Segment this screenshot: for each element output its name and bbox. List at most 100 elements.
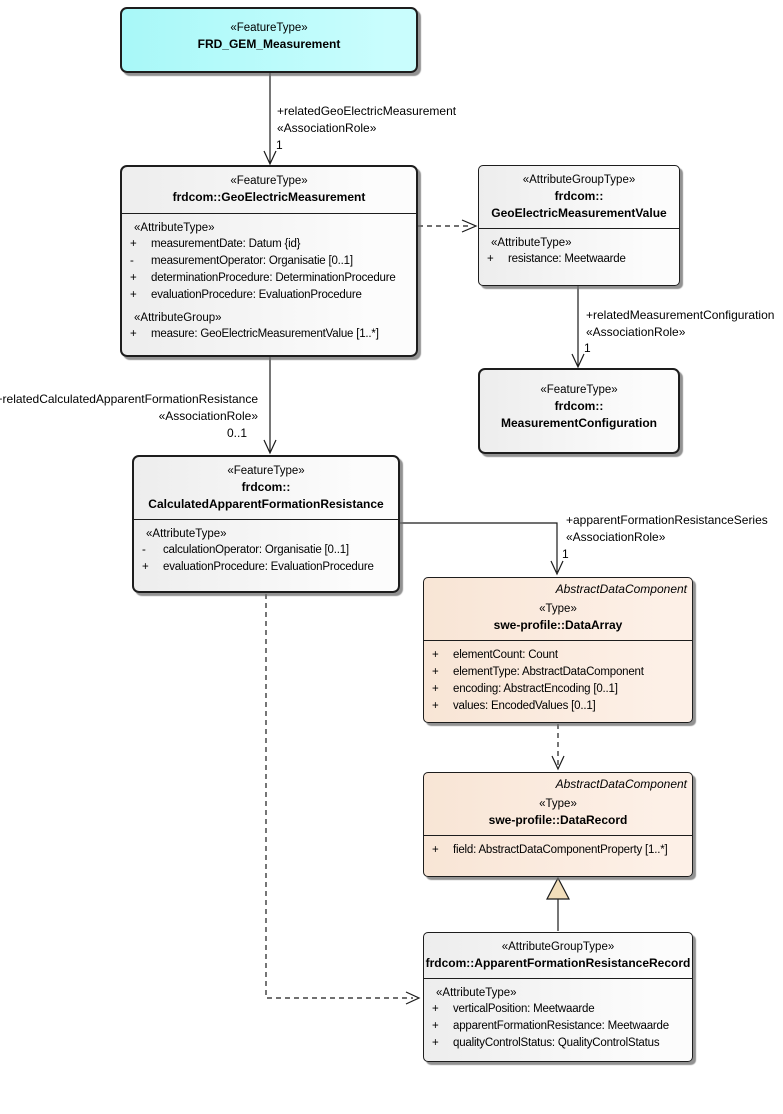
class-header: «FeatureType» frdcom:: CalculatedApparen… (134, 457, 398, 513)
section-heading: «AttributeGroup» (134, 312, 222, 324)
edge-role-label: +relatedMeasurementConfiguration (586, 308, 775, 322)
attribute-row: + evaluationProcedure: EvaluationProcedu… (134, 559, 398, 576)
visibility: + (432, 1003, 439, 1015)
attribute-text: elementType: AbstractDataComponent (453, 666, 644, 678)
class-name-line1: frdcom:: (554, 189, 604, 203)
attribute-row: - calculationOperator: Organisatie [0..1… (134, 542, 398, 559)
open-arrowhead (461, 219, 478, 233)
class-name-line2: MeasurementConfiguration (500, 416, 657, 430)
visibility: + (142, 561, 149, 573)
visibility: + (130, 328, 137, 340)
attributes-compartment: + elementCount: Count + elementType: Abs… (424, 640, 692, 721)
edge-multiplicity: 1 (562, 547, 569, 561)
attributes-compartment: «AttributeType» - calculationOperator: O… (134, 519, 398, 582)
attribute-row: + apparentFormationResistance: Meetwaard… (424, 1018, 692, 1035)
attribute-text: qualityControlStatus: QualityControlStat… (453, 1037, 660, 1049)
stereotype-label: «FeatureType» (540, 384, 618, 396)
edge-role-label: +relatedGeoElectricMeasurement (277, 104, 457, 118)
attribute-text: verticalPosition: Meetwaarde (453, 1003, 595, 1015)
open-arrowhead (571, 353, 585, 369)
section-heading: «AttributeType» (491, 237, 572, 249)
attribute-row: + evaluationProcedure: EvaluationProcedu… (122, 287, 416, 304)
dependency-cafr-to-afrr (265, 594, 413, 999)
class-name: frdcom::ApparentFormationResistanceRecor… (425, 956, 691, 970)
open-arrowhead (263, 150, 277, 166)
class-datarecord: AbstractDataComponent «Type» swe-profile… (423, 772, 693, 877)
open-arrowhead (550, 560, 564, 576)
edge-multiplicity: 1 (276, 138, 283, 152)
class-header: AbstractDataComponent «Type» swe-profile… (424, 578, 692, 634)
section-heading: «AttributeType» (134, 222, 215, 234)
visibility: + (130, 238, 137, 250)
attribute-row: + elementType: AbstractDataComponent (424, 664, 692, 681)
attribute-text: field: AbstractDataComponentProperty [1.… (453, 844, 668, 856)
attribute-text: determinationProcedure: DeterminationPro… (151, 272, 396, 284)
edge-multiplicity: 0..1 (226, 426, 247, 440)
attribute-row: + measurementDate: Datum {id} (122, 236, 416, 253)
attribute-text: apparentFormationResistance: Meetwaarde (453, 1020, 669, 1032)
edge-stereotype-label: «AssociationRole» (158, 409, 258, 423)
class-name-line2: GeoElectricMeasurementValue (491, 206, 667, 220)
edge-stereotype-label: «AssociationRole» (277, 121, 377, 135)
attribute-row: + determinationProcedure: DeterminationP… (122, 270, 416, 287)
class-name: frdcom::GeoElectricMeasurement (172, 190, 366, 204)
stereotype-label: «FeatureType» (227, 465, 305, 477)
class-calculatedapparentformationresistance: «FeatureType» frdcom:: CalculatedApparen… (132, 455, 400, 593)
class-dataarray: AbstractDataComponent «Type» swe-profile… (423, 577, 693, 723)
class-header: «FeatureType» frdcom::GeoElectricMeasure… (122, 167, 416, 206)
class-header: «AttributeGroupType» frdcom:: GeoElectri… (479, 166, 679, 222)
visibility: + (432, 1037, 439, 1049)
class-geoelectricmeasurementvalue: «AttributeGroupType» frdcom:: GeoElectri… (478, 165, 680, 286)
attribute-text: evaluationProcedure: EvaluationProcedure (151, 289, 362, 301)
attribute-text: calculationOperator: Organisatie [0..1] (163, 544, 349, 556)
edge-role-label: +relatedCalculatedApparentFormationResis… (0, 392, 258, 406)
class-header: AbstractDataComponent «Type» swe-profile… (424, 773, 692, 829)
attribute-row: + encoding: AbstractEncoding [0..1] (424, 681, 692, 698)
stereotype-label: «AttributeGroupType» (501, 941, 615, 953)
open-arrowhead (405, 991, 421, 1005)
attributes-compartment: «AttributeType» + verticalPosition: Meet… (424, 978, 692, 1058)
class-name: FRD_GEM_Measurement (197, 37, 341, 51)
visibility: + (432, 666, 439, 678)
visibility: + (432, 700, 439, 712)
stereotype-label: «Type» (539, 603, 577, 615)
edge-multiplicity: 1 (584, 341, 591, 355)
class-geoelectricmeasurement: «FeatureType» frdcom::GeoElectricMeasure… (120, 165, 418, 357)
attribute-row: + measure: GeoElectricMeasurementValue [… (122, 326, 416, 343)
attribute-row: + qualityControlStatus: QualityControlSt… (424, 1035, 692, 1052)
attribute-row: + elementCount: Count (424, 647, 692, 664)
edge-role-label: +apparentFormationResistanceSeries (566, 513, 768, 527)
visibility: + (432, 1020, 439, 1032)
visibility: + (130, 289, 137, 301)
parent-class-label: AbstractDataComponent (555, 582, 687, 596)
attribute-text: measurementDate: Datum {id} (151, 238, 301, 250)
attribute-row: + field: AbstractDataComponentProperty [… (424, 842, 692, 859)
stereotype-label: «FeatureType» (230, 175, 308, 187)
visibility: - (130, 255, 134, 267)
class-header: «FeatureType» FRD_GEM_Measurement (122, 9, 416, 53)
stereotype-label: «AttributeGroupType» (522, 174, 636, 186)
class-name-line1: frdcom:: (554, 399, 604, 413)
edge-stereotype-label: «AssociationRole» (566, 530, 666, 544)
attribute-text: evaluationProcedure: EvaluationProcedure (163, 561, 374, 573)
attribute-text: resistance: Meetwaarde (508, 253, 626, 265)
section-heading: «AttributeType» (436, 987, 517, 999)
class-header: «FeatureType» frdcom:: MeasurementConfig… (480, 370, 678, 432)
attribute-row: + resistance: Meetwaarde (479, 251, 679, 268)
class-measurementconfiguration: «FeatureType» frdcom:: MeasurementConfig… (478, 368, 680, 454)
parent-class-label: AbstractDataComponent (555, 777, 687, 791)
attributes-compartment: + field: AbstractDataComponentProperty [… (424, 835, 692, 865)
visibility: + (487, 253, 494, 265)
attribute-text: measure: GeoElectricMeasurementValue [1.… (151, 328, 379, 340)
attribute-text: measurementOperator: Organisatie [0..1] (151, 255, 353, 267)
association-apparentformationresistanceseries (400, 522, 558, 572)
edge-stereotype-label: «AssociationRole» (586, 325, 686, 339)
visibility: - (142, 544, 146, 556)
class-header: «AttributeGroupType» frdcom::ApparentFor… (424, 933, 692, 972)
class-name: swe-profile::DataRecord (488, 813, 628, 827)
visibility: + (432, 844, 439, 856)
stereotype-label: «FeatureType» (230, 22, 308, 34)
section-heading: «AttributeType» (146, 528, 227, 540)
class-frd-gem-measurement: «FeatureType» FRD_GEM_Measurement (120, 7, 418, 73)
